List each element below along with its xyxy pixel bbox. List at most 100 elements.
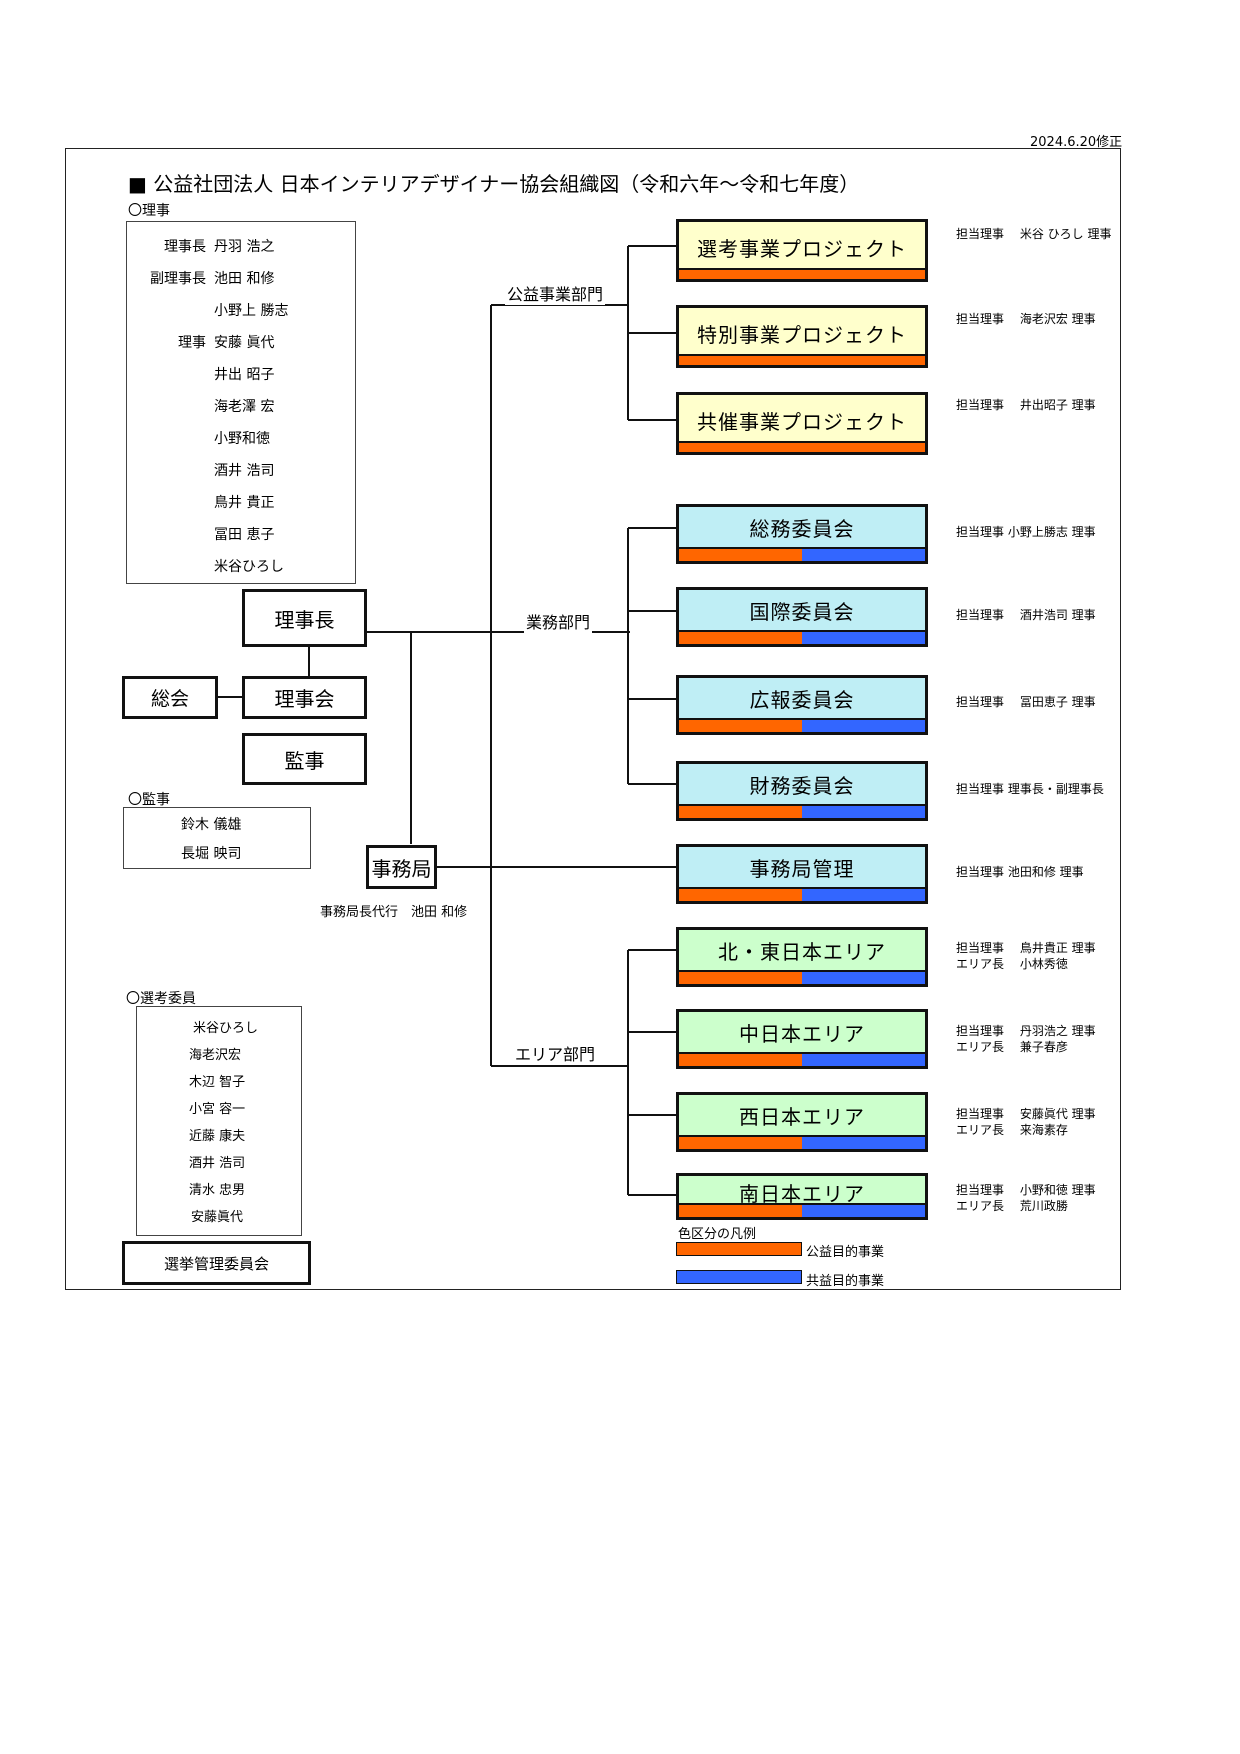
diagram-frame [65, 148, 1121, 1290]
department-color-bar [679, 441, 925, 452]
legend-swatch-public-benefit [676, 1242, 802, 1256]
public-benefit-segment [679, 356, 802, 365]
public-benefit-segment [679, 1054, 802, 1066]
public-benefit-segment [679, 720, 802, 732]
director-role: 理事 [178, 335, 206, 351]
note-line: 担当理事 小野上勝志 理事 [956, 525, 1096, 539]
director-name: 酒井 浩司 [214, 463, 275, 479]
note-line: エリア長 荒川政勝 [956, 1199, 1068, 1213]
note-line: 担当理事 池田和修 理事 [956, 865, 1084, 879]
secretariat-deputy-note: 事務局長代行 池田 和修 [320, 905, 468, 920]
legend-label-mutual-benefit: 共益目的事業 [806, 1274, 885, 1289]
public-benefit-segment [679, 270, 802, 279]
department-color-bar [679, 1135, 925, 1149]
directors-list: 理事長 丹羽 浩之 副理事長 池田 和修 小野上 勝志 理事 安藤 眞代 井出 … [126, 221, 356, 584]
mutual-benefit-segment [802, 1137, 925, 1149]
department-color-bar [679, 354, 925, 365]
mutual-benefit-segment [802, 1054, 925, 1066]
note-line: 担当理事 冨田恵子 理事 [956, 695, 1096, 709]
department-box: 北・東日本エリア [676, 927, 928, 987]
department-box: 総務委員会 [676, 504, 928, 564]
public-benefit-segment [679, 1137, 802, 1149]
department-box: 共催事業プロジェクト [676, 392, 928, 455]
note-line: 担当理事 安藤眞代 理事 [956, 1107, 1096, 1121]
department-note: 担当理事 丹羽浩之 理事エリア長 兼子春彦 [956, 1023, 1096, 1055]
director-name: 海老澤 宏 [214, 399, 275, 415]
auditors-label: 〇監事 [128, 792, 170, 808]
department-note: 担当理事 理事長・副理事長 [956, 781, 1104, 797]
department-label: 南日本エリア [739, 1182, 865, 1206]
department-label: 中日本エリア [739, 1022, 865, 1046]
election-member-name: 酒井 浩司 [189, 1156, 246, 1171]
department-box: 選考事業プロジェクト [676, 219, 928, 282]
department-color-bar [679, 1052, 925, 1066]
department-box: 特別事業プロジェクト [676, 305, 928, 368]
department-box: 広報委員会 [676, 675, 928, 735]
public-benefit-segment [679, 549, 802, 561]
note-line: 担当理事 米谷 ひろし 理事 [956, 227, 1112, 241]
election-members-label: 〇選考委員 [126, 991, 196, 1007]
department-note: 担当理事 冨田恵子 理事 [956, 694, 1096, 710]
department-label: 財務委員会 [749, 774, 855, 798]
mutual-benefit-segment [802, 1205, 925, 1217]
election-member-name: 安藤眞代 [191, 1210, 244, 1225]
mutual-benefit-segment [802, 806, 925, 818]
department-color-bar [679, 970, 925, 984]
election-member-name: 米谷ひろし [193, 1021, 259, 1036]
department-color-bar [679, 804, 925, 818]
public-benefit-segment [802, 356, 925, 365]
note-line: エリア長 小林秀徳 [956, 957, 1068, 971]
department-note: 担当理事 安藤眞代 理事エリア長 来海素存 [956, 1106, 1096, 1138]
auditor-name: 長堀 映司 [181, 846, 242, 862]
public-benefit-segment [679, 806, 802, 818]
director-name: 池田 和修 [214, 271, 275, 287]
auditor-node: 監事 [242, 733, 367, 785]
director-name: 丹羽 浩之 [214, 239, 275, 255]
department-label: 西日本エリア [739, 1105, 865, 1129]
director-name: 安藤 眞代 [214, 335, 275, 351]
public-benefit-segment [679, 1205, 802, 1217]
public-benefit-segment [679, 889, 802, 901]
mutual-benefit-segment [802, 720, 925, 732]
public-benefit-division-label: 公益事業部門 [505, 281, 606, 305]
election-member-name: 清水 忠男 [189, 1183, 246, 1198]
department-note: 担当理事 井出昭子 理事 [956, 397, 1096, 413]
public-benefit-segment [802, 270, 925, 279]
secretariat-node: 事務局 [366, 845, 437, 889]
area-division-label: エリア部門 [513, 1041, 598, 1065]
general-meeting-node: 総会 [122, 676, 218, 719]
department-label: 事務局管理 [749, 857, 855, 881]
mutual-benefit-segment [802, 549, 925, 561]
department-note: 担当理事 酒井浩司 理事 [956, 607, 1096, 623]
director-name: 小野上 勝志 [214, 303, 289, 319]
director-role: 副理事長 [150, 271, 206, 287]
department-note: 担当理事 池田和修 理事 [956, 864, 1084, 880]
director-role: 理事長 [164, 239, 206, 255]
public-benefit-segment [679, 972, 802, 984]
department-note: 担当理事 小野和徳 理事エリア長 荒川政勝 [956, 1182, 1096, 1214]
department-label: 選考事業プロジェクト [697, 237, 907, 261]
department-note: 担当理事 海老沢宏 理事 [956, 311, 1096, 327]
director-name: 米谷ひろし [214, 559, 284, 575]
department-box: 南日本エリア [676, 1173, 928, 1220]
department-note: 担当理事 米谷 ひろし 理事 [956, 226, 1111, 242]
department-label: 広報委員会 [749, 688, 855, 712]
department-label: 北・東日本エリア [718, 940, 886, 964]
note-line: 担当理事 丹羽浩之 理事 [956, 1024, 1096, 1038]
revision-date: 2024.6.20修正 [1030, 135, 1123, 150]
auditor-name: 鈴木 儀雄 [181, 817, 242, 833]
department-label: 総務委員会 [749, 517, 855, 541]
operations-division-label: 業務部門 [524, 609, 593, 633]
election-member-name: 海老沢宏 [189, 1048, 242, 1063]
department-note: 担当理事 鳥井貴正 理事エリア長 小林秀徳 [956, 940, 1096, 972]
department-color-bar [679, 887, 925, 901]
director-name: 鳥井 貴正 [214, 495, 275, 511]
department-label: 国際委員会 [749, 600, 855, 624]
note-line: 担当理事 酒井浩司 理事 [956, 608, 1096, 622]
election-member-name: 近藤 康夫 [189, 1129, 246, 1144]
public-benefit-segment [802, 443, 925, 452]
election-member-name: 木辺 智子 [189, 1075, 246, 1090]
department-label: 特別事業プロジェクト [697, 323, 907, 347]
department-note: 担当理事 小野上勝志 理事 [956, 524, 1096, 540]
note-line: 担当理事 鳥井貴正 理事 [956, 941, 1096, 955]
